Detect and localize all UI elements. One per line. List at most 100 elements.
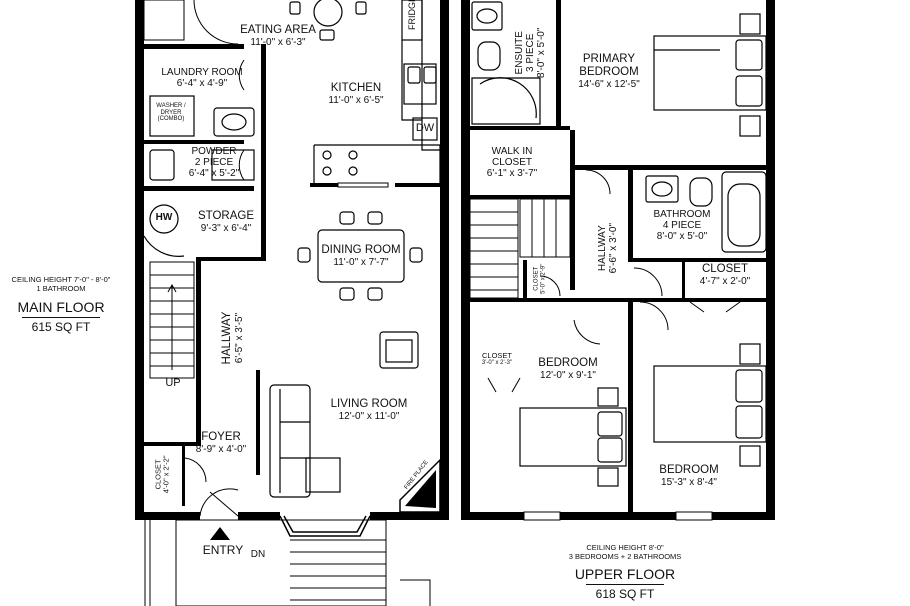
upper-floor-area: 618 SQ FT (595, 587, 655, 601)
closet-main-dims: 4'-0" x 2'-2" (162, 455, 171, 494)
closet-c-dims: 3'-0" x 2'-3" (481, 360, 513, 367)
ensuite-fixtures (471, 1, 541, 125)
kitchen-label: KITCHEN 11'-0" x 6'-5" (314, 82, 398, 106)
up-label: UP (165, 377, 181, 389)
storage-name: STORAGE (197, 210, 255, 222)
laundry-dims: 6'-4" x 4'-9" (176, 78, 228, 90)
kitchen-dims: 11'-0" x 6'-5" (328, 94, 384, 106)
armchair (379, 331, 419, 369)
closet-a-name: CLOSET (701, 263, 748, 275)
main-floor-title: MAIN FLOOR (17, 299, 105, 315)
washer-label-l1: WASHER / (156, 103, 186, 109)
main-bathroom-count: 1 BATHROOM (36, 284, 86, 293)
upper-stairs (469, 198, 571, 299)
upper-floor-divider (586, 584, 664, 585)
sofa (269, 384, 341, 498)
dw-label: DW (415, 122, 435, 134)
bedroom2-label: BEDROOM 15'-3" x 8'-4" (644, 464, 734, 488)
closet-b-dims: 5'-0" x 2'-9" (540, 263, 546, 294)
hallway-upper-label: HALLWAY 6'-6" x 3'-0" (597, 213, 619, 283)
fireplace (399, 458, 441, 513)
closet-a-dims: 4'-7" x 2'-0" (699, 275, 751, 287)
ensuite-dims: 8'-0" x 5'-0" (536, 27, 548, 78)
washer-label-l2: DRYER (160, 109, 182, 116)
foyer-dims: 8'-9" x 4'-0" (195, 443, 247, 455)
living-name: LIVING ROOM (330, 398, 408, 410)
closet-b-name: CLOSET (533, 266, 540, 291)
eating-area-label: EATING AREA 11'-0" x 6'-3" (230, 24, 326, 48)
powder-dims: 6'-4" x 5'-2" (188, 168, 240, 180)
closet-b-label: CLOSET 5'-0" x 2'-9" (533, 260, 546, 298)
ensuite-name: ENSUITE (514, 31, 526, 75)
dining-label: DINING ROOM 11'-0" x 7'-7" (318, 244, 404, 268)
hallway-main-label: HALLWAY 6'-5" x 3'-5" (221, 298, 245, 378)
kitchen-name: KITCHEN (330, 82, 382, 94)
bedroom1-name: BEDROOM (538, 357, 598, 369)
main-ceiling-height: CEILING HEIGHT 7'-0" - 8'-0" (11, 275, 111, 284)
bath4-dims: 8'-0" x 5'-0" (656, 231, 708, 243)
primary-name: PRIMARY (582, 53, 636, 65)
main-stairs (149, 261, 195, 379)
entry-arrow-icon (210, 527, 230, 540)
upper-ceiling-height: CEILING HEIGHT 8'-0" (586, 543, 664, 552)
bedroom2-dims: 15'-3" x 8'-4" (661, 476, 717, 488)
laundry-label: LAUNDRY ROOM 6'-4" x 4'-9" (154, 67, 250, 89)
bath4-label: BATHROOM 4 PIECE 8'-0" x 5'-0" (644, 209, 720, 243)
dining-table (297, 211, 423, 301)
laundry-name: LAUNDRY ROOM (161, 67, 243, 78)
powder-type: 2 PIECE (194, 157, 234, 169)
hallway-main-name: HALLWAY (220, 311, 233, 365)
foyer-label: FOYER 8'-9" x 4'-0" (186, 431, 256, 455)
bay-window (279, 515, 371, 537)
living-label: LIVING ROOM 12'-0" x 11'-0" (324, 398, 414, 422)
walkin-name2: CLOSET (491, 157, 532, 169)
walkin-dims: 6'-1" x 3'-7" (486, 168, 538, 180)
dining-name: DINING ROOM (321, 244, 401, 256)
eating-area-dims: 11'-0" x 6'-3" (250, 36, 306, 48)
bedroom1-bed (519, 387, 627, 487)
kitchen-counters (313, 0, 441, 183)
bath4-fixtures (645, 171, 767, 253)
water-heater (143, 204, 185, 257)
dn-label: DN (250, 549, 266, 560)
hallway-upper-name: HALLWAY (596, 225, 608, 272)
main-floor-area: 615 SQ FT (31, 320, 91, 334)
fridge-label: FRIDGE (406, 0, 417, 31)
eating-area-name: EATING AREA (240, 24, 316, 36)
bedroom1-dims: 12'-0" x 9'-1" (540, 369, 596, 381)
closet-c-name: CLOSET (481, 351, 512, 360)
washer-dryer-label: WASHER / DRYER (COMBO) (150, 103, 192, 123)
storage-label: STORAGE 9'-3" x 6'-4" (192, 210, 260, 234)
closet-main-label: CLOSET 4'-0" x 2'-2" (154, 445, 172, 503)
storage-dims: 9'-3" x 6'-4" (200, 222, 252, 234)
primary-bed (653, 13, 767, 137)
upper-floor-title: UPPER FLOOR (574, 566, 676, 582)
bath4-name: BATHROOM (653, 209, 711, 220)
closet-c-label: CLOSET 3'-0" x 2'-3" (474, 351, 520, 367)
bedroom2-bed (653, 343, 767, 467)
powder-name: POWDER (191, 146, 237, 157)
primary-label: PRIMARY BEDROOM 14'-6" x 12'-5" (566, 53, 652, 90)
washer-label-l3: (COMBO) (157, 116, 185, 123)
walkin-name: WALK IN (491, 146, 533, 157)
entry-steps (144, 519, 431, 606)
primary-name2: BEDROOM (579, 65, 639, 78)
upper-floor-walls (461, 0, 775, 520)
primary-dims: 14'-6" x 12'-5" (578, 78, 640, 90)
living-dims: 12'-0" x 11'-0" (338, 410, 400, 422)
hallway-upper-dims: 6'-6" x 3'-0" (608, 223, 619, 274)
bedroom1-label: BEDROOM 12'-0" x 9'-1" (528, 357, 608, 381)
upper-floor-caption: CEILING HEIGHT 8'-0" 3 BEDROOMS + 2 BATH… (550, 543, 700, 601)
bedroom2-name: BEDROOM (659, 464, 719, 476)
entry-label: ENTRY (202, 543, 244, 557)
ensuite-label: ENSUITE 3 PIECE 8'-0" x 5'-0" (514, 21, 548, 85)
dining-dims: 11'-0" x 7'-7" (333, 256, 389, 268)
hallway-main-dims: 6'-5" x 3'-5" (233, 312, 245, 364)
walkin-label: WALK IN CLOSET 6'-1" x 3'-7" (478, 146, 546, 180)
eating-table (289, 0, 367, 41)
main-floor-walls (135, 0, 449, 520)
bath4-type: 4 PIECE (662, 220, 702, 232)
foyer-name: FOYER (201, 431, 241, 443)
closet-a-label: CLOSET 4'-7" x 2'-0" (690, 263, 760, 287)
